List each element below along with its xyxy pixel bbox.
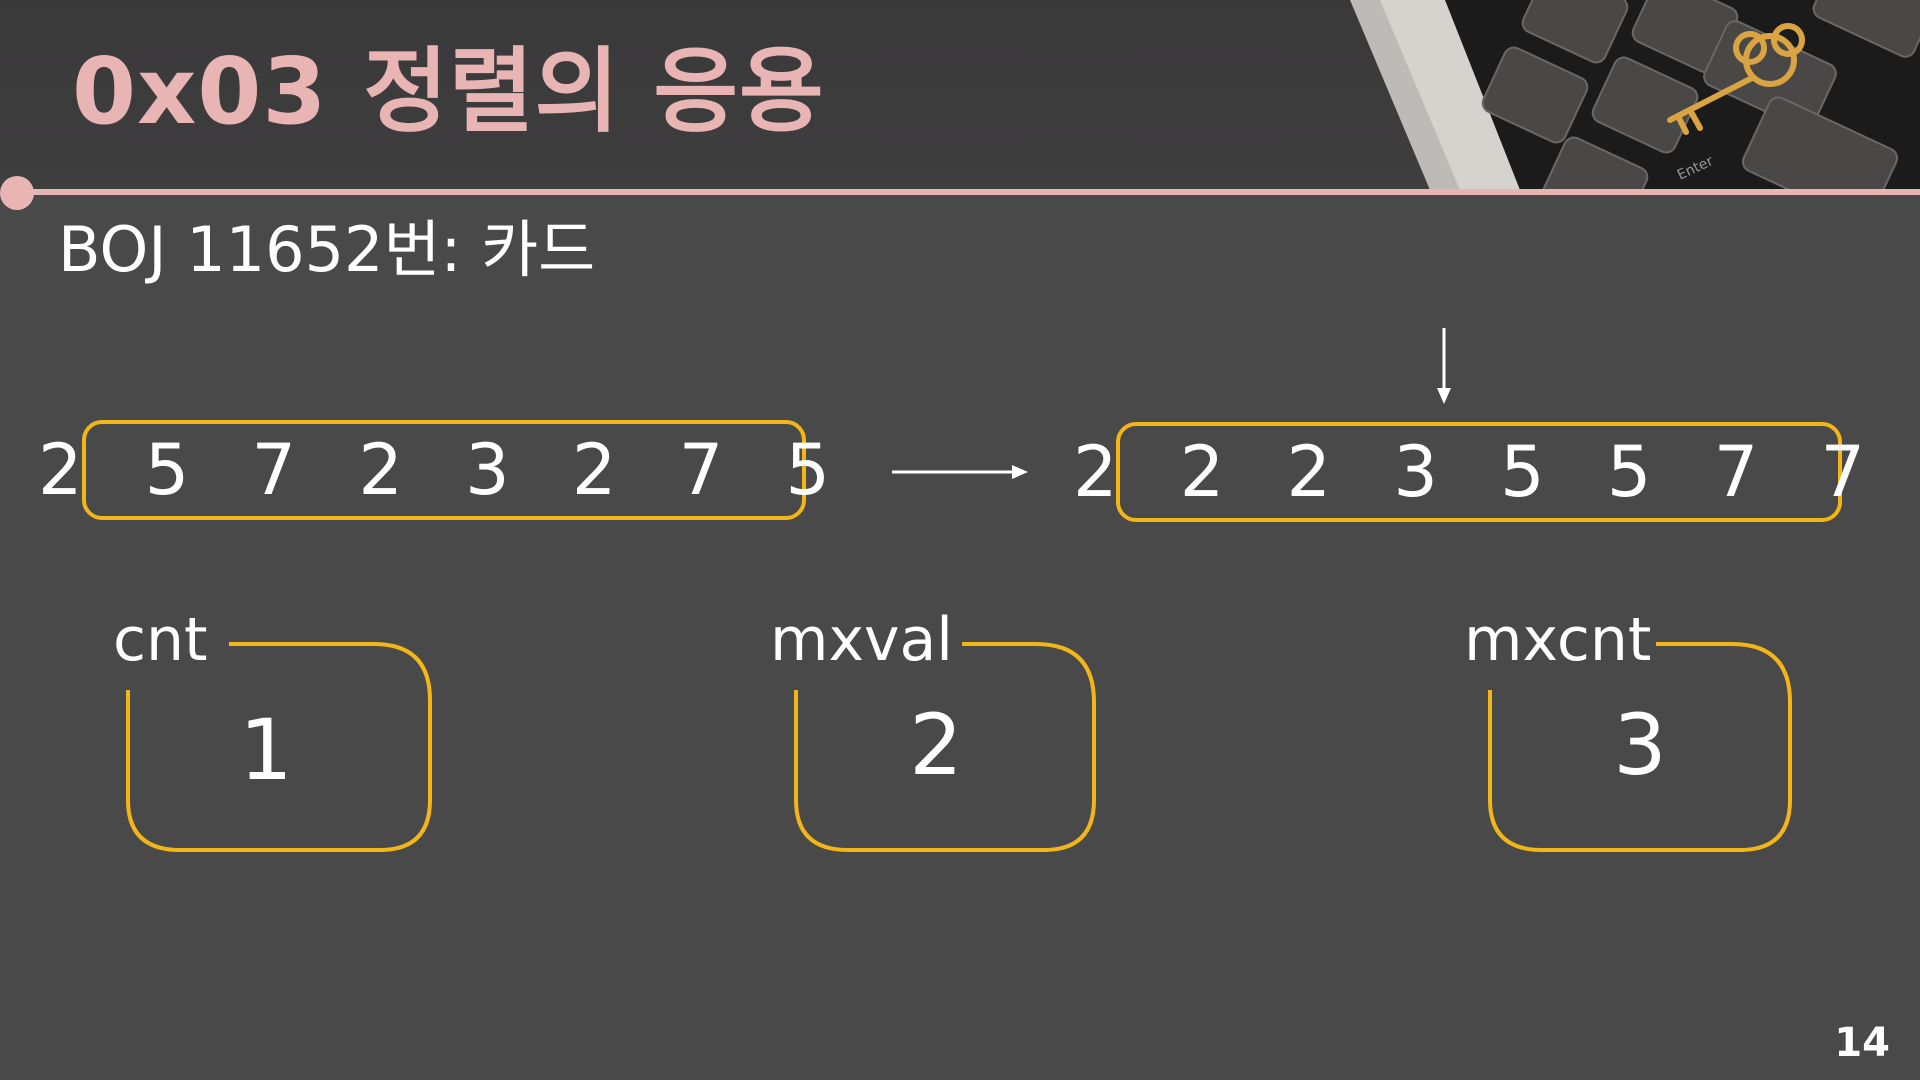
slide-content — [0, 195, 1920, 1080]
slide-title: 0x03 정렬의 응용 — [72, 32, 825, 152]
keyboard-with-key-icon: Enter — [1350, 0, 1920, 190]
cnt-box — [126, 642, 432, 852]
mxval-value: 2 — [909, 696, 963, 794]
sorted-array-values: 2 2 2 3 5 5 7 7 — [1072, 431, 1886, 513]
divider-dot — [0, 176, 34, 210]
sorted-array-box: 2 2 2 3 5 5 7 7 — [1073, 422, 1865, 522]
page-number: 14 — [1834, 1020, 1890, 1066]
sort-arrow-icon — [892, 465, 1028, 479]
mxval-label: mxval — [770, 605, 953, 675]
mxcnt-label: mxcnt — [1464, 605, 1652, 675]
unsorted-array-values: 2 5 7 2 3 2 7 5 — [37, 429, 851, 511]
mxval-box — [794, 642, 1096, 852]
pointer-arrow-icon — [1437, 328, 1451, 404]
title-text: 정렬의 응용 — [363, 38, 825, 145]
cnt-value: 1 — [239, 701, 293, 799]
mxcnt-value: 3 — [1613, 696, 1667, 794]
cnt-label: cnt — [113, 605, 208, 675]
header-divider — [18, 189, 1920, 195]
mxcnt-box — [1488, 642, 1792, 852]
unsorted-array-box: 2 5 7 2 3 2 7 5 — [38, 420, 830, 520]
title-number: 0x03 — [72, 38, 328, 145]
problem-subtitle: BOJ 11652번: 카드 — [58, 213, 596, 286]
